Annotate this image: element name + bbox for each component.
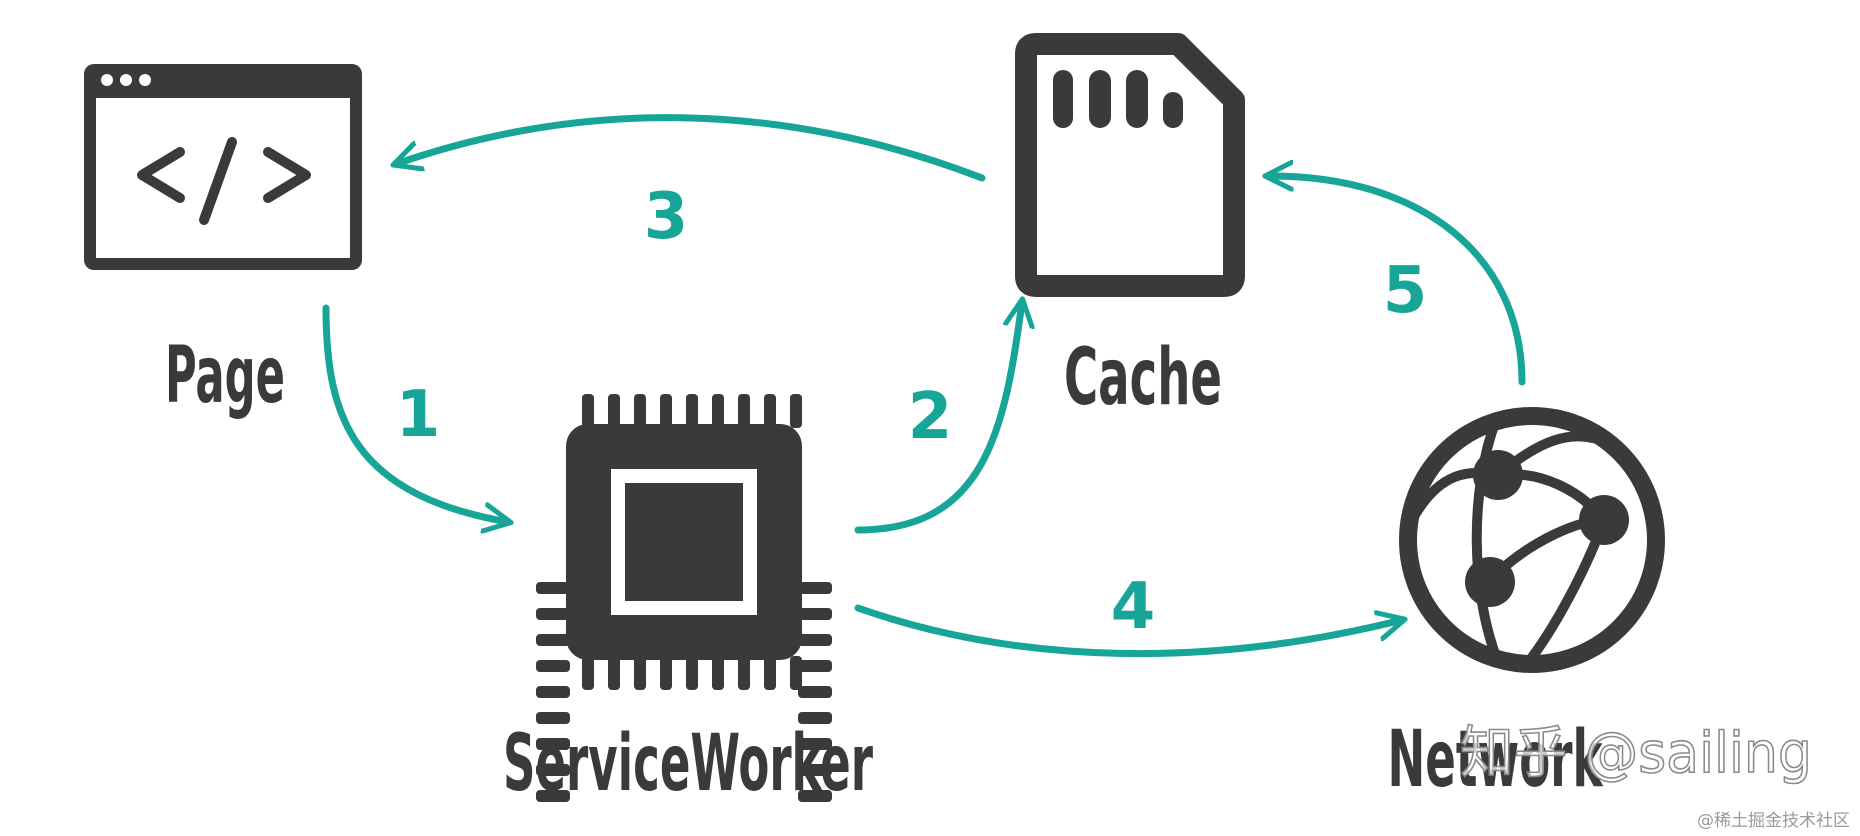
- chip-pin: [536, 634, 570, 646]
- chip-pin: [790, 394, 802, 428]
- network-node: Network: [1388, 407, 1665, 805]
- chip-pin: [608, 656, 620, 690]
- chip-pin: [634, 394, 646, 428]
- chip-pin: [536, 738, 570, 750]
- chip-pin: [582, 656, 594, 690]
- arrow-step-1: [322, 304, 508, 522]
- cache-label: Cache: [1064, 333, 1222, 423]
- chip-pin: [798, 582, 832, 594]
- step-label-1: 1: [396, 378, 441, 452]
- chip-pin: [536, 608, 570, 620]
- arrow-step-3: [396, 114, 986, 182]
- network-label: Network: [1388, 715, 1604, 805]
- chip-pin: [798, 634, 832, 646]
- chip-pin: [536, 712, 570, 724]
- chip-pin: [582, 394, 594, 428]
- page-label: Page: [165, 331, 285, 421]
- arrow-step-4: [854, 604, 1402, 658]
- chip-pin: [738, 656, 750, 690]
- chip-pin: [712, 394, 724, 428]
- chip-pin: [608, 394, 620, 428]
- chip-pin: [798, 790, 832, 802]
- chip-pin: [536, 790, 570, 802]
- service-worker-label: ServiceWorker: [503, 719, 873, 809]
- chip-pin: [764, 394, 776, 428]
- chip-pin: [798, 660, 832, 672]
- service-worker-node: ServiceWorker: [503, 394, 873, 809]
- globe-network-icon: [1399, 407, 1665, 673]
- step-label-4: 4: [1111, 570, 1156, 644]
- step-label-2: 2: [908, 380, 953, 454]
- arrow-step-2: [854, 302, 1022, 534]
- chip-pin: [738, 394, 750, 428]
- sd-card-icon: [1015, 33, 1245, 297]
- chip-pin: [686, 394, 698, 428]
- chip-pin: [790, 656, 802, 690]
- page-node: Page: [84, 64, 362, 421]
- step-label-5: 5: [1383, 254, 1428, 328]
- chip-pin: [798, 764, 832, 776]
- chip-pin: [764, 656, 776, 690]
- arrow-step-5: [1268, 176, 1526, 386]
- browser-code-icon: [84, 64, 362, 270]
- chip-pin: [798, 686, 832, 698]
- chip-pin: [536, 764, 570, 776]
- chip-pin: [634, 656, 646, 690]
- chip-pin: [660, 656, 672, 690]
- cache-node: Cache: [1015, 33, 1245, 423]
- chip-pin: [798, 712, 832, 724]
- chip-pin: [686, 656, 698, 690]
- chip-pin: [536, 660, 570, 672]
- chip-pin: [712, 656, 724, 690]
- chip-pin: [798, 738, 832, 750]
- step-label-3: 3: [644, 180, 689, 254]
- chip-pin: [536, 582, 570, 594]
- chip-pin: [660, 394, 672, 428]
- chip-pin: [798, 608, 832, 620]
- cpu-chip-icon: [536, 394, 832, 802]
- zhihu-watermark: 知乎 @sailing: [1460, 721, 1812, 786]
- juejin-credit: @稀土掘金技术社区: [1697, 811, 1850, 831]
- chip-pin: [536, 686, 570, 698]
